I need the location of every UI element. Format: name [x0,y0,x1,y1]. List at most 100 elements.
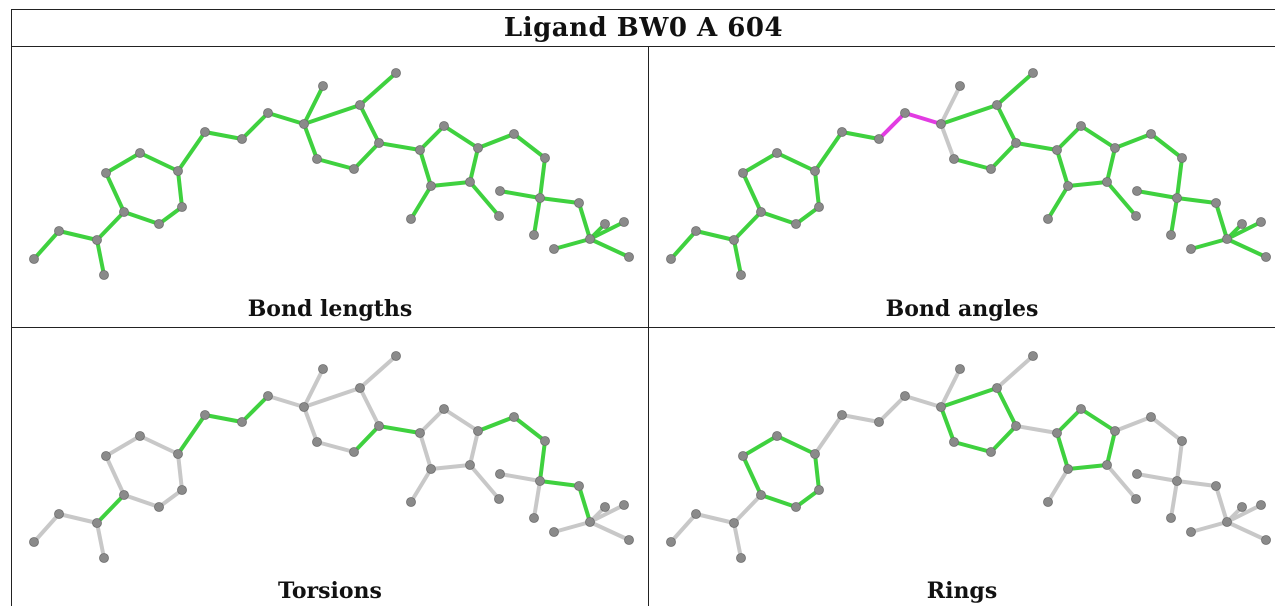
atom-11 [237,134,247,144]
bond-3 [732,210,763,242]
bond-1 [57,512,99,525]
bond-16 [952,440,993,454]
bond-31 [1175,439,1184,483]
atom-0 [29,537,39,547]
atom-21 [426,181,436,191]
bond-37 [1225,503,1263,524]
bond-8 [741,151,779,175]
bond-15 [939,405,956,444]
atom-33 [585,234,595,244]
atom-22 [406,214,416,224]
atom-34 [600,219,610,229]
atom-14 [955,81,965,91]
atom-3 [99,553,109,563]
bond-15 [302,405,319,444]
bond-7 [138,151,180,173]
bond-29 [1113,132,1153,150]
atom-22 [1043,214,1053,224]
atom-19 [391,351,401,361]
bond-14 [302,367,325,409]
bond-20 [995,354,1035,390]
atom-30 [495,186,505,196]
bond-37 [1225,220,1263,241]
atom-24 [1131,211,1141,221]
bond-15 [302,122,319,161]
bond-35 [577,484,592,524]
bond-18 [358,103,381,145]
bond-1 [57,229,99,242]
bond-16 [315,157,356,171]
bond-1 [694,512,736,525]
atom-5 [154,502,164,512]
bond-38 [1189,520,1229,534]
bond-39 [588,237,631,259]
atom-11 [874,134,884,144]
bond-29 [1113,415,1153,433]
atom-36 [1186,527,1196,537]
atom-24 [494,211,504,221]
bond-30 [512,415,547,443]
bond-38 [1189,237,1229,251]
atom-22 [1043,497,1053,507]
atom-10 [837,127,847,137]
bond-32 [1135,472,1179,483]
bond-19 [939,386,999,409]
bond-39 [588,520,631,542]
atom-37 [1261,252,1271,262]
bond-25 [468,180,501,218]
panel-grid: Bond lengths Bond angles Torsions Rings [11,46,1275,606]
bond-29 [476,415,516,433]
bond-10 [176,130,207,173]
atom-15 [312,437,322,447]
bond-33 [532,196,542,237]
atom-7 [173,449,183,459]
grid-left-border [11,46,12,606]
bond-29 [476,132,516,150]
panel-bond-lengths: Bond lengths [12,46,648,327]
atom-17 [1011,138,1021,148]
bond-19 [939,103,999,126]
atom-26 [1076,121,1086,131]
atom-27 [1146,412,1156,422]
bond-22 [1055,148,1070,188]
atom-8 [772,431,782,441]
bond-31 [538,156,547,200]
bond-28 [1055,407,1083,435]
bond-18 [358,386,381,428]
atom-23 [465,460,475,470]
bond-23 [409,467,433,504]
atom-12 [900,391,910,401]
bond-21 [377,141,422,152]
atom-9 [101,451,111,461]
atom-35 [1256,500,1266,510]
bond-12 [877,394,907,424]
atom-9 [101,168,111,178]
bond-9 [104,171,126,214]
bond-20 [358,354,398,390]
molecule-rings [666,351,1271,563]
atom-9 [738,451,748,461]
atom-31 [1166,230,1176,240]
bond-24 [1066,180,1109,188]
atom-30 [1132,186,1142,196]
panel-torsions: Torsions [12,328,648,606]
bond-28 [418,407,446,435]
atom-28 [540,436,550,446]
bond-11 [203,413,244,424]
bond-16 [952,157,993,171]
atom-5 [154,219,164,229]
bond-23 [409,184,433,221]
atom-18 [355,383,365,393]
bond-23 [1046,184,1070,221]
bond-28 [1055,124,1083,152]
atom-35 [619,500,629,510]
atom-18 [355,100,365,110]
atom-8 [135,431,145,441]
bond-7 [775,151,817,173]
atom-14 [955,364,965,374]
atom-36 [1186,244,1196,254]
atom-37 [624,535,634,545]
bond-22 [418,148,433,188]
bond-9 [741,454,763,497]
molecule-bond-angles [666,68,1271,280]
